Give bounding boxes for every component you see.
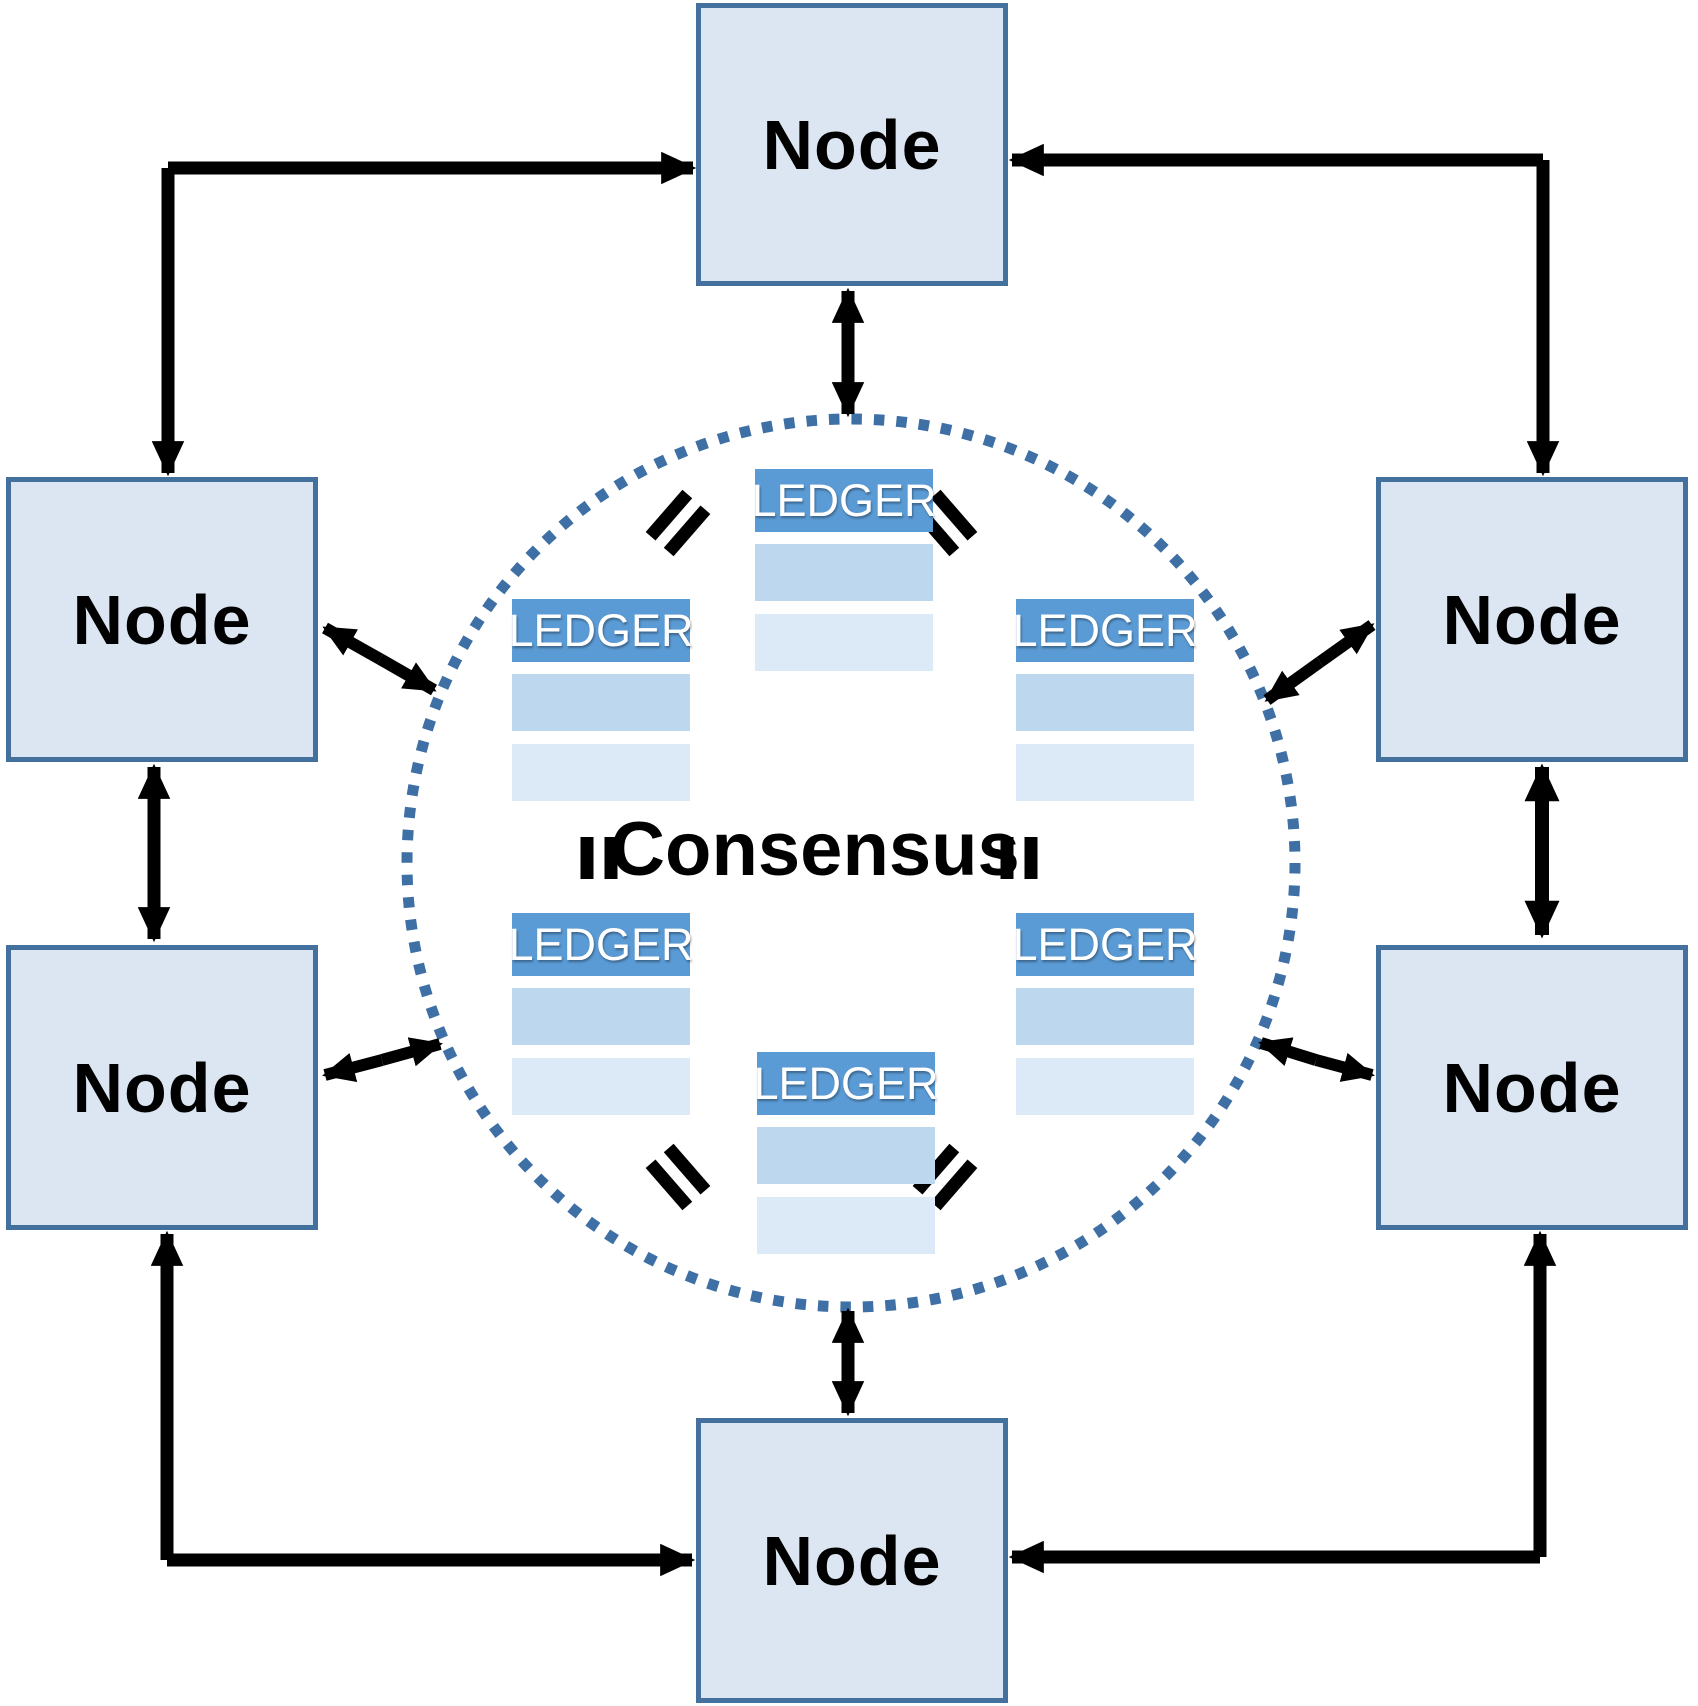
elbow-arrow-top-left [151,151,697,477]
ledger-upper-right: LEDGER [1012,599,1198,801]
node-box-top: Node [696,3,1008,286]
ledger-row [512,674,690,731]
ledger-lower-left: LEDGER [508,913,694,1115]
double-arrow-upper-right-circle [1263,620,1376,705]
ledger-row [512,988,690,1045]
node-box-bottom: Node [696,1418,1008,1703]
consensus-dotted-circle [401,413,1301,1313]
ledger-row [1016,988,1194,1045]
ledger-header: LEDGER [751,469,937,532]
ledger-row [1016,1058,1194,1115]
elbow-arrow-top-right [1008,143,1560,477]
ledger-header: LEDGER [508,599,694,662]
ledger-lower-right: LEDGER [1012,913,1198,1115]
ledger-header: LEDGER [508,913,694,976]
ledger-row [1016,674,1194,731]
node-label: Node [1442,580,1622,659]
consensus-label: Consensus [610,807,1020,892]
double-arrow-lower-right-circle [1258,1037,1375,1082]
ledger-row [512,1058,690,1115]
equals-mark-mid-right [1000,837,1038,879]
ledger-row [757,1197,935,1254]
ledger-row [757,1127,935,1184]
node-label: Node [762,105,942,184]
ledger-bottom: LEDGER [753,1052,939,1254]
node-box-lower-right: Node [1376,945,1688,1230]
ledger-header: LEDGER [753,1052,939,1115]
ledger-row [512,744,690,801]
ledger-upper-left: LEDGER [508,599,694,801]
ledger-header: LEDGER [1012,599,1198,662]
equals-mark-mid-left [580,837,618,879]
double-arrow-upper-left-circle [322,622,437,696]
ledger-header: LEDGER [1012,913,1198,976]
node-label: Node [72,1048,252,1127]
node-box-upper-right: Node [1376,477,1688,762]
elbow-arrow-bottom-right [1008,1230,1557,1574]
node-box-lower-left: Node [6,945,318,1230]
node-box-upper-left: Node [6,477,318,762]
equals-mark-top-left [645,489,711,557]
ledger-row [755,614,933,671]
node-label: Node [762,1521,942,1600]
ledger-row [755,544,933,601]
node-label: Node [72,580,252,659]
node-label: Node [1442,1048,1622,1127]
equals-mark-bottom-left [645,1143,711,1211]
ledger-top: LEDGER [751,469,937,671]
ledger-row [1016,744,1194,801]
double-arrow-lower-left-circle [322,1037,443,1083]
elbow-arrow-bottom-left [150,1230,696,1577]
